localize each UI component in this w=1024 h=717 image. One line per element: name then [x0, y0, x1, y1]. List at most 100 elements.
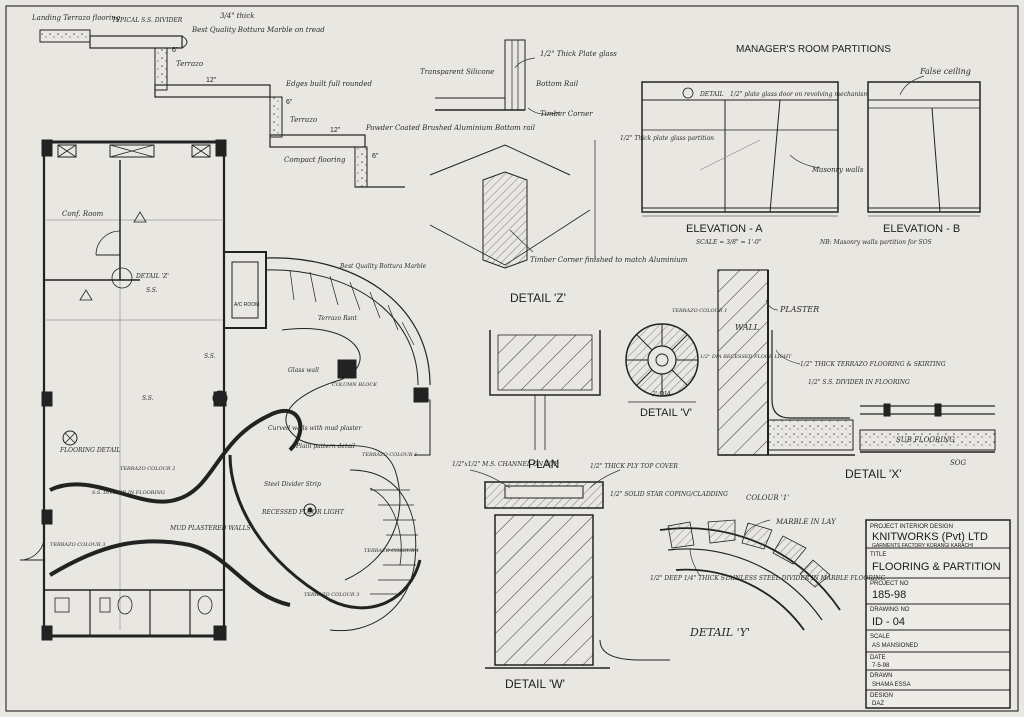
sheet-border — [5, 5, 1019, 712]
design-value: DAZ — [872, 701, 884, 707]
note-terrazo-c1b: TERRAZO COLOUR 1 — [364, 548, 419, 554]
note-masonry: Masonry walls — [811, 166, 864, 174]
note-marble-inlay: MARBLE IN LAY — [775, 518, 837, 526]
detail-v-drawing — [625, 323, 699, 403]
leader-lines — [469, 57, 925, 577]
note-powder: Powder Coated Brushed Aluminium Bottom r… — [365, 124, 535, 132]
note-column-block: COLUMN BLOCK — [332, 382, 377, 388]
note-best-quality: Best Quality Bottura Marble on tread — [191, 26, 325, 34]
note-flooring-detail: FLOORING DETAIL — [59, 447, 120, 454]
note-detail-z-small: DETAIL 'Z' — [135, 273, 169, 280]
note-timber-finish: Timber Corner finished to match Aluminiu… — [530, 256, 688, 264]
dim-12b: 12" — [330, 127, 341, 134]
detail-z-drawing — [429, 39, 596, 269]
detail-y-label: DETAIL 'Y' — [689, 626, 750, 639]
note-curved-walls: Curved walls with mud plaster — [268, 425, 362, 432]
title-block — [865, 519, 1011, 709]
drawn-label: DRAWN — [870, 673, 892, 679]
dim-6a: 6" — [172, 47, 179, 54]
floor-plan — [19, 139, 431, 641]
note-terrazo-col1: TERRAZO COLOUR 1 — [672, 308, 727, 314]
note-terrazo-rsnt: Terrazo Rsnt — [318, 315, 358, 322]
note-terrazo-c3b: TERRAZO COLOUR 3 — [304, 592, 359, 598]
note-false-ceiling: False ceiling — [919, 67, 971, 76]
note-dia: 2' DIA — [651, 391, 672, 398]
note-recessed-floor: RECESSED FLOOR LIGHT — [261, 509, 345, 516]
detail-x-label: DETAIL 'X' — [845, 467, 902, 481]
detail-v-label: DETAIL 'V' — [640, 407, 692, 419]
note-half-thick: 1/2" Thick Plate glass — [540, 50, 617, 58]
note-plaster: PLASTER — [779, 305, 819, 314]
detail-z-label: DETAIL 'Z' — [510, 291, 566, 305]
note-sub-flooring: SUB FLOORING — [896, 436, 955, 444]
note-ss-3: S.S. — [142, 395, 154, 402]
note-terrazo-c2: TERRAZO COLOUR 2 — [120, 466, 175, 472]
client-name: KNITWORKS (Pvt) LTD — [872, 531, 988, 543]
manager-room-title: MANAGER'S ROOM PARTITIONS — [736, 44, 891, 55]
date-label: DATE — [870, 655, 886, 661]
drawing-title: FLOORING & PARTITION — [872, 561, 1001, 573]
note-detail: DETAIL — [699, 91, 724, 98]
project-no: 185-98 — [872, 589, 906, 601]
detail-x-drawing — [717, 269, 996, 456]
scale-label: SCALE — [870, 634, 890, 640]
elevation-b-label: ELEVATION - B — [883, 223, 960, 235]
note-ss-2: S.S. — [204, 353, 216, 360]
note-terrazo-1: Terrazo — [176, 60, 203, 68]
note-plain-pattern: Plain pattern detail — [295, 443, 355, 450]
note-glass-wall: Glass wall — [288, 367, 319, 374]
detail-w-drawing — [484, 330, 670, 669]
note-terrazo-2: Terrazo — [290, 116, 317, 124]
design-label: DESIGN — [870, 693, 893, 699]
note-mud-plastered: MUD PLASTERED WALLS — [169, 525, 251, 532]
note-steel-divider: Steel Divider Strip — [264, 481, 321, 488]
elevation-b-drawing — [867, 81, 981, 217]
detail-labels: DETAIL 'Z' PLAN DETAIL 'W' DETAIL 'V' DE… — [505, 44, 960, 691]
client-sub: GARMENTS FACTORY KORANGI KARACHI — [872, 543, 973, 549]
note-deep-ss: 1/2" DEEP 1/4" THICK STAINLESS STEEL DIV… — [650, 575, 885, 582]
note-bottom-rail: Bottom Rail — [535, 80, 578, 88]
date-value: 7-5-98 — [872, 663, 890, 669]
note-thick-plate: 1/2" Thick plate glass partition — [620, 135, 714, 142]
note-transparent: Transparent Silicone — [420, 68, 494, 76]
plan-label: PLAN — [528, 457, 559, 471]
note-thick: 3/4" thick — [220, 12, 254, 20]
note-plate-glass-door: 1/2" plate glass door on revolving mecha… — [730, 91, 869, 98]
title-label: TITLE — [870, 552, 886, 558]
note-terrazo-c3: TERRAZO COLOUR 3 — [50, 542, 105, 548]
project-label: PROJECT INTERIOR DESIGN — [870, 524, 953, 530]
note-timber-corner: Timber Corner — [540, 110, 593, 118]
note-ac-room: A/C ROOM — [234, 302, 259, 308]
drawn-value: SHAMA ESSA — [872, 682, 911, 688]
note-solid-star: 1/2" SOLID STAR COPING/CLADDING — [610, 491, 728, 498]
note-thick-terrazo: 1/2" THICK TERRAZO FLOORING & SKIRTING — [800, 361, 946, 368]
note-best-bottura: Best Quality Bottura Marble — [339, 263, 427, 270]
scale-value: AS MANSIONED — [872, 643, 919, 649]
note-ms-channel: 1/2"x1/2" M.S. CHANNEL ON TOP — [452, 461, 559, 468]
note-thick-ply: 1/2" THICK PLY TOP COVER — [590, 463, 678, 470]
dim-6b: 6" — [286, 99, 293, 106]
elevation-a-drawing — [641, 81, 839, 217]
drawing-no: ID - 04 — [872, 616, 905, 628]
note-conf-room: Conf. Room — [62, 210, 104, 218]
note-terrazo-c1: TERRAZO COLOUR 1 — [362, 452, 417, 458]
note-colour1: COLOUR '1' — [746, 494, 789, 502]
project-no-label: PROJECT NO — [870, 581, 909, 587]
annotations: Landing Terrazo flooring TYPICAL S.S. DI… — [31, 12, 971, 598]
drawing-no-label: DRAWING NO — [870, 607, 910, 613]
dim-6c: 6" — [372, 153, 379, 160]
note-wall: WALL — [735, 323, 759, 332]
note-ss-div-floor: S.S. DIVIDER IN FLOORING — [92, 490, 165, 496]
elevation-scale: SCALE = 3/8" = 1'-0" — [696, 239, 762, 246]
elevation-a-label: ELEVATION - A — [686, 223, 763, 235]
detail-w-label: DETAIL 'W' — [505, 677, 565, 691]
note-typical-ss: TYPICAL S.S. DIVIDER — [112, 17, 183, 24]
note-sog: SOG — [950, 459, 967, 467]
note-compact: Compact flooring — [284, 156, 346, 164]
note-ss-1: S.S. — [146, 287, 158, 294]
detail-y-drawing — [659, 519, 841, 631]
note-edges: Edges built full rounded — [285, 80, 373, 88]
note-recessed: 1/2" DIA RECESSED FLOOR LIGHT — [700, 354, 792, 360]
